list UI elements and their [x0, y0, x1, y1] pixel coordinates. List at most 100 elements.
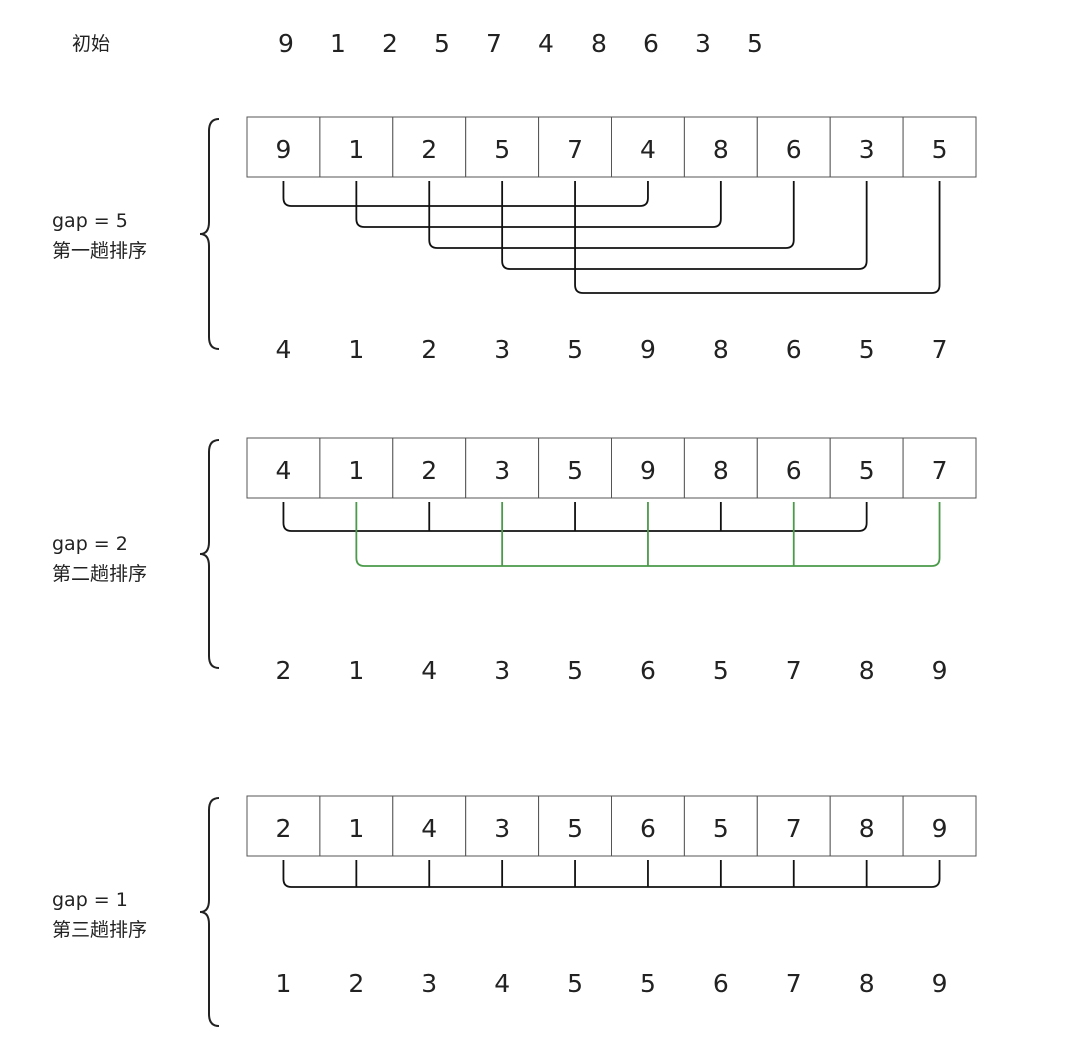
- cell-value: 1: [348, 135, 364, 164]
- result-value: 2: [275, 656, 291, 685]
- pass-label: 第二趟排序: [52, 563, 147, 585]
- array-cell: [756, 116, 831, 178]
- initial-value: 1: [330, 29, 346, 58]
- brace: [199, 439, 220, 669]
- cell-value: 9: [932, 814, 948, 843]
- cell-value: 2: [275, 814, 291, 843]
- initial-value: 7: [486, 29, 502, 58]
- array-cell: [683, 795, 758, 857]
- cell-value: 4: [421, 814, 437, 843]
- result-value: 7: [786, 969, 802, 998]
- result-value: 5: [567, 969, 583, 998]
- result-value: 1: [348, 335, 364, 364]
- cell-value: 9: [640, 456, 656, 485]
- gap-label: gap = 1: [52, 889, 128, 911]
- array-cell: [465, 437, 540, 499]
- array-cell: [683, 116, 758, 178]
- initial-value: 6: [643, 29, 659, 58]
- array-cell: [319, 437, 394, 499]
- gap-label: gap = 5: [52, 210, 128, 232]
- pass-label: 第三趟排序: [52, 919, 147, 941]
- cell-value: 5: [859, 456, 875, 485]
- cell-value: 9: [275, 135, 291, 164]
- cell-value: 4: [275, 456, 291, 485]
- cell-value: 2: [421, 135, 437, 164]
- initial-value: 5: [747, 29, 763, 58]
- array-cell: [538, 795, 612, 857]
- result-value: 5: [859, 335, 875, 364]
- result-value: 8: [859, 656, 875, 685]
- pass-label: 第一趟排序: [52, 240, 147, 262]
- array-cell: [902, 795, 977, 857]
- array-cell: [902, 116, 977, 178]
- result-value: 8: [713, 335, 729, 364]
- brace: [199, 797, 220, 1027]
- cell-value: 7: [567, 135, 583, 164]
- array-cell: [611, 437, 685, 499]
- result-value: 9: [640, 335, 656, 364]
- cell-value: 7: [932, 456, 948, 485]
- array-cell: [829, 116, 904, 178]
- array-cell: [611, 795, 685, 857]
- array-cell: [611, 116, 685, 178]
- cell-value: 6: [786, 456, 802, 485]
- group-connector: [282, 860, 941, 888]
- cell-value: 2: [421, 456, 437, 485]
- result-value: 4: [421, 656, 437, 685]
- array-cell: [246, 116, 321, 178]
- result-value: 1: [275, 969, 291, 998]
- cell-value: 5: [494, 135, 510, 164]
- cell-value: 5: [567, 456, 583, 485]
- group-connector: [355, 181, 722, 228]
- initial-values: 9 1 2 5 7 4 8 6 3 5: [278, 29, 763, 58]
- result-value: 3: [421, 969, 437, 998]
- array-cell: [319, 795, 394, 857]
- result-value: 5: [567, 656, 583, 685]
- group-connector: [428, 181, 795, 249]
- array-cell: [829, 795, 904, 857]
- array-cell: [392, 795, 467, 857]
- initial-value: 4: [538, 29, 554, 58]
- array-cell: [756, 437, 831, 499]
- initial-value: 8: [591, 29, 607, 58]
- array-cell: [392, 437, 467, 499]
- initial-label: 初始: [72, 33, 110, 55]
- group-connector: [574, 181, 941, 294]
- array-cell: [829, 437, 904, 499]
- cell-value: 4: [640, 135, 656, 164]
- cell-value: 8: [713, 456, 729, 485]
- cell-value: 3: [494, 456, 510, 485]
- group-connector: [501, 181, 868, 270]
- cell-value: 6: [786, 135, 802, 164]
- initial-value: 3: [695, 29, 711, 58]
- result-value: 9: [932, 656, 948, 685]
- result-value: 1: [348, 656, 364, 685]
- brace: [199, 118, 220, 350]
- cell-value: 5: [932, 135, 948, 164]
- initial-value: 5: [434, 29, 450, 58]
- result-value: 4: [494, 969, 510, 998]
- result-value: 2: [348, 969, 364, 998]
- array-cell: [319, 116, 394, 178]
- array-cell: [465, 116, 540, 178]
- result-value: 5: [640, 969, 656, 998]
- array-cell: [902, 437, 977, 499]
- initial-value: 2: [382, 29, 398, 58]
- cell-value: 8: [713, 135, 729, 164]
- result-value: 8: [859, 969, 875, 998]
- result-value: 5: [567, 335, 583, 364]
- cell-value: 3: [494, 814, 510, 843]
- cell-value: 1: [348, 814, 364, 843]
- result-value: 7: [932, 335, 948, 364]
- result-value: 7: [786, 656, 802, 685]
- result-value: 9: [932, 969, 948, 998]
- group-connector: [282, 181, 649, 207]
- result-value: 5: [713, 656, 729, 685]
- cell-value: 6: [640, 814, 656, 843]
- initial-value: 9: [278, 29, 294, 58]
